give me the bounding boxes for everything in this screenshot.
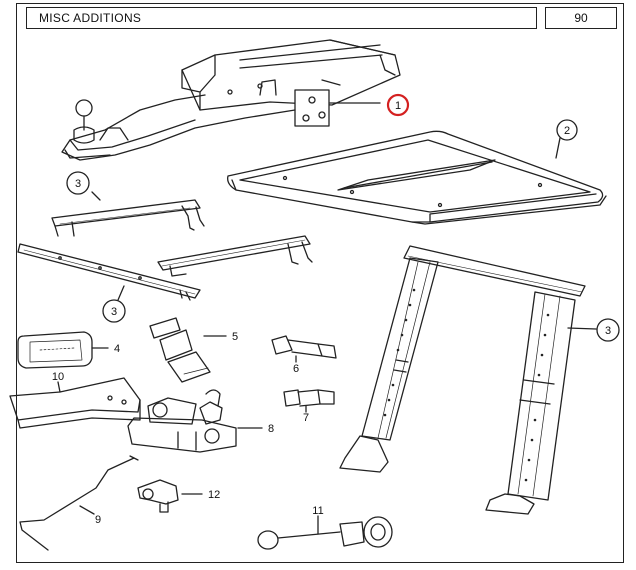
- label-11: 11: [312, 505, 323, 517]
- callout-1: 1: [386, 93, 410, 117]
- page-number: 90: [545, 7, 617, 29]
- callout-3-top: 3: [66, 171, 101, 201]
- part-11-plug: 11: [257, 505, 393, 550]
- part-4-plate: 4: [17, 331, 120, 369]
- part-6-fitting: 6: [271, 335, 337, 375]
- part-12-elbow: 12: [137, 479, 220, 513]
- callout-3-right: 3: [567, 318, 620, 342]
- part-short-rail: [51, 199, 205, 237]
- callout-3a-label: 3: [75, 178, 81, 190]
- label-5: 5: [232, 331, 238, 343]
- callout-3c-label: 3: [605, 325, 611, 337]
- label-12: 12: [208, 489, 220, 501]
- label-9: 9: [95, 514, 101, 526]
- label-7: 7: [303, 412, 309, 424]
- callout-2-label: 2: [564, 125, 570, 137]
- part-long-rail: [17, 243, 201, 301]
- callout-3b-label: 3: [111, 306, 117, 318]
- label-10: 10: [52, 371, 64, 383]
- part-5-connector: 5: [149, 317, 238, 383]
- part-platform-plate: [227, 130, 607, 225]
- part-medium-rail: [157, 235, 313, 277]
- callout-1-label: 1: [395, 100, 401, 112]
- section-title: MISC ADDITIONS: [26, 7, 537, 29]
- callout-3-mid: 3: [102, 285, 126, 323]
- part-8-valve: 8: [127, 389, 274, 453]
- part-stand-frame: [339, 245, 586, 515]
- label-8: 8: [268, 423, 274, 435]
- part-hitch-drawbar: [61, 39, 401, 161]
- part-10-bracket: 10: [9, 371, 141, 429]
- part-7-fitting: 7: [283, 389, 335, 424]
- callout-2: 2: [555, 119, 578, 159]
- label-6: 6: [293, 363, 299, 375]
- part-9-rod: 9: [19, 455, 139, 551]
- diagram-frame: [16, 3, 624, 563]
- label-4: 4: [114, 343, 120, 355]
